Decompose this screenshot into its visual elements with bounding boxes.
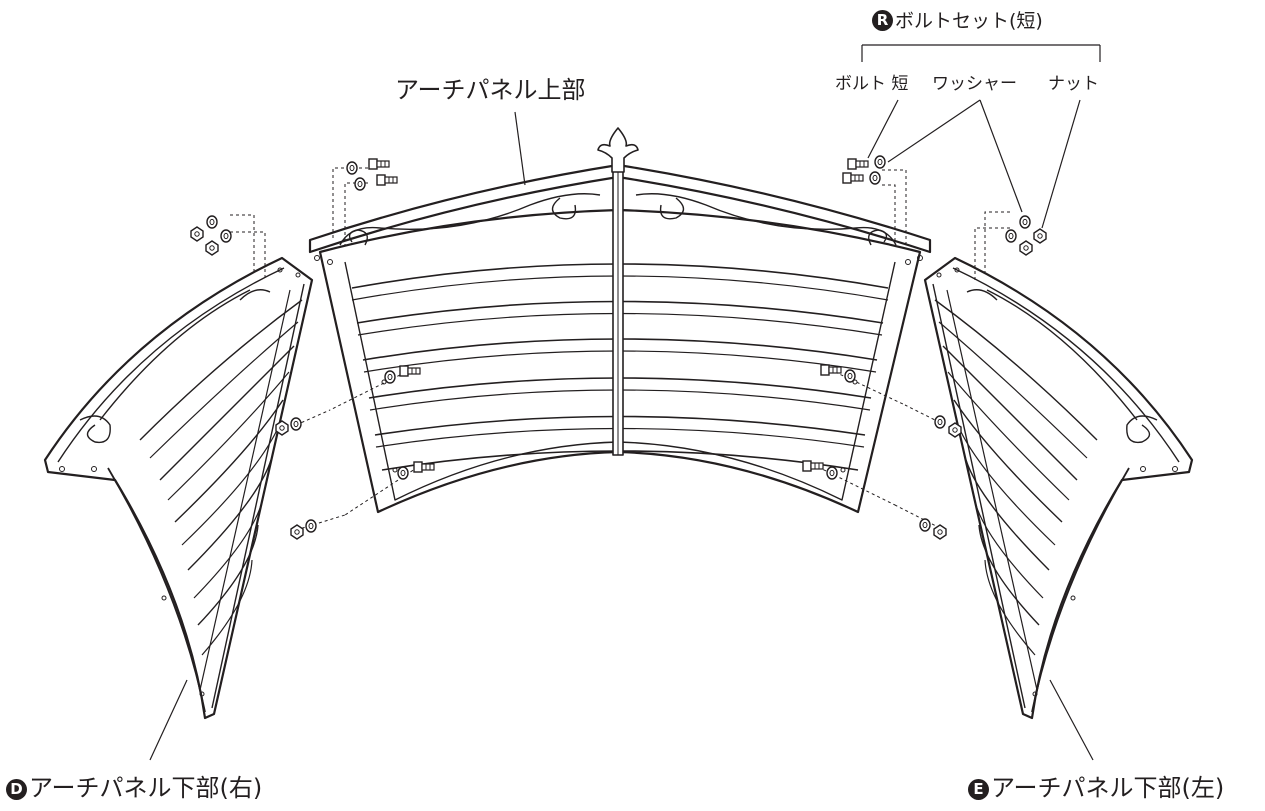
lower-panel-left-text: アーチパネル下部(左): [991, 774, 1225, 802]
washer-label: ワッシャー: [932, 74, 1017, 94]
upper-panel-label: アーチパネル上部: [395, 76, 586, 104]
lower-panel-right-text: アーチパネル下部(右): [29, 774, 263, 802]
lower-arch-panel-left: [923, 256, 1194, 720]
panel-d-badge: D: [6, 779, 27, 800]
lower-arch-panel-right: [43, 256, 314, 720]
upper-arch-panel: [308, 127, 932, 514]
panel-e-badge: E: [968, 779, 989, 800]
bolt-short-label: ボルト 短: [835, 74, 909, 94]
bolt-set-text: ボルトセット(短): [895, 10, 1043, 32]
bolt-set-badge: R: [872, 10, 893, 31]
nut-label: ナット: [1048, 74, 1099, 94]
leader-lines: [149, 44, 1101, 761]
